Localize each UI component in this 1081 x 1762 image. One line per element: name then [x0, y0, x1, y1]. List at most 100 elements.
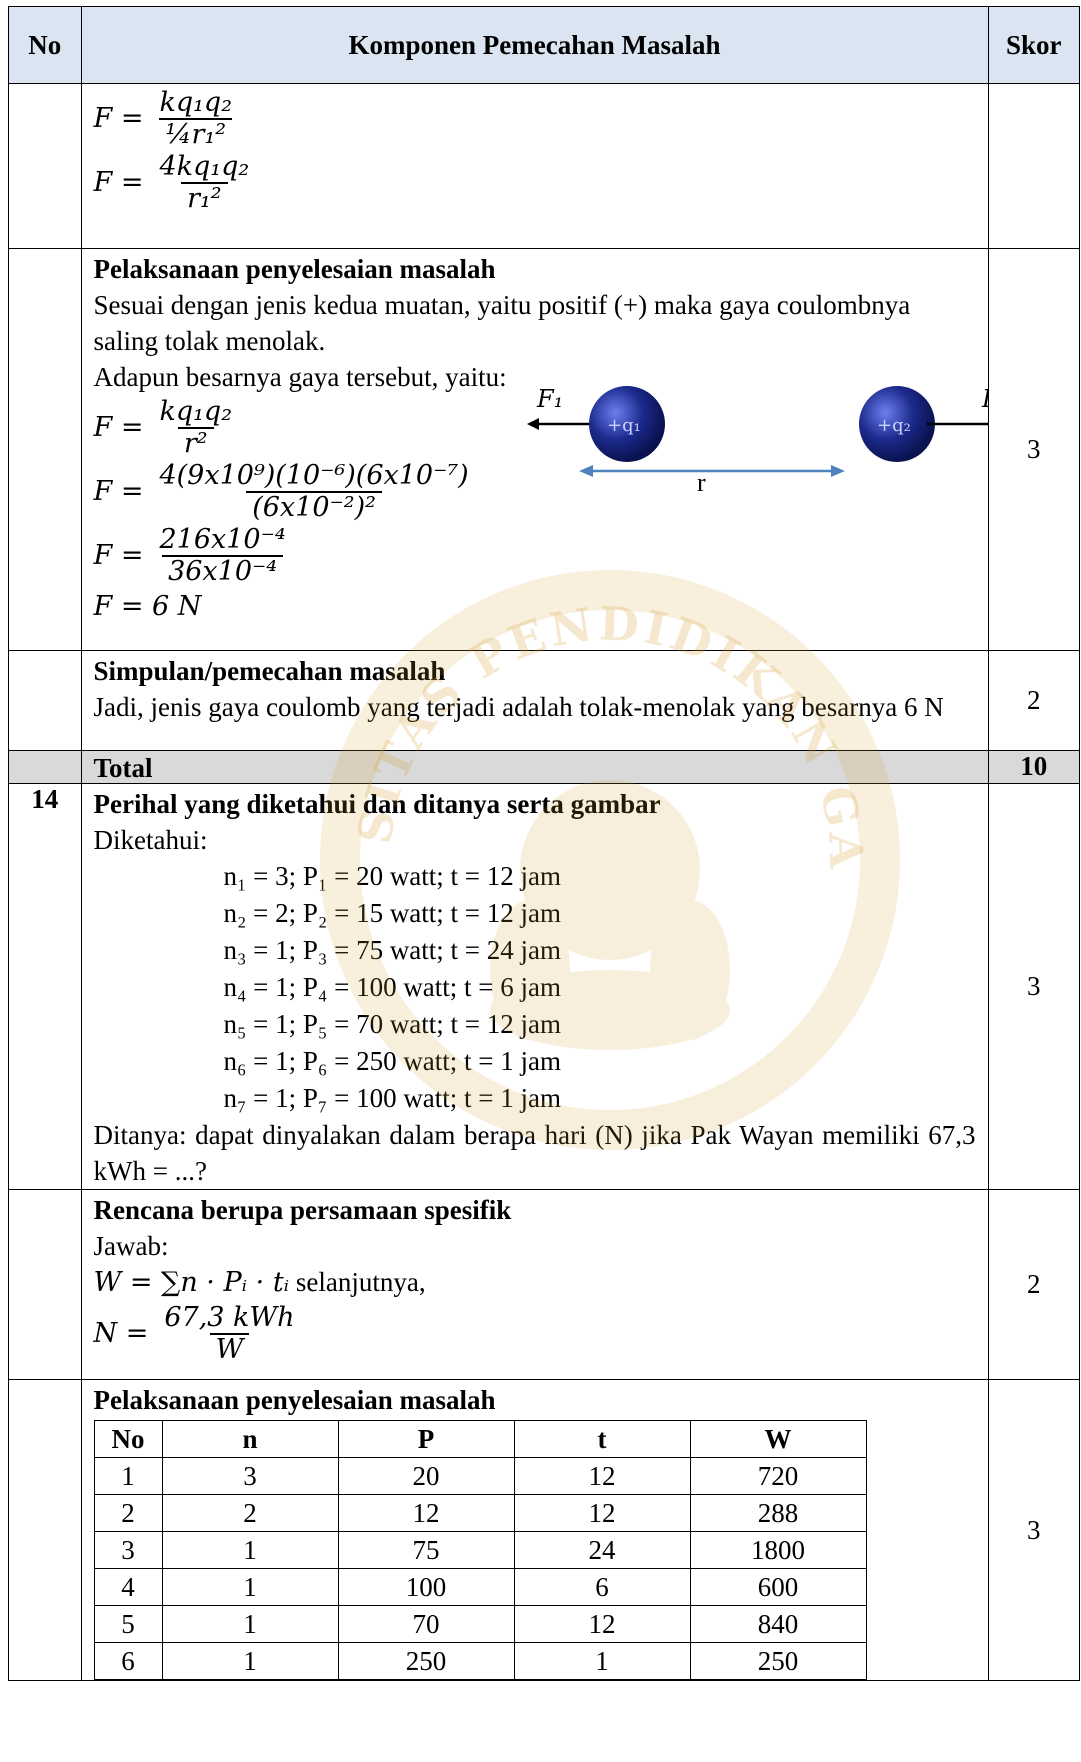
table-cell: 1	[161, 1642, 339, 1680]
table-row: 1 3 20 12 720	[93, 1457, 867, 1495]
table-cell: 6	[513, 1568, 691, 1606]
table-cell: 12	[513, 1494, 691, 1532]
table-row: 3 1 75 24 1800	[93, 1531, 867, 1569]
q13-exec-row: Pelaksanaan penyelesaian masalah Sesuai …	[8, 248, 1081, 651]
arrow-head-icon	[830, 465, 845, 477]
q14-plan-row: Rencana berupa persamaan spesifik Jawab:…	[8, 1189, 1081, 1380]
eq-lhs: F =	[93, 103, 144, 134]
q13-no-cell	[8, 83, 82, 249]
table-cell: 600	[689, 1568, 867, 1606]
q13-concl-cell: Simpulan/pemecahan masalah Jadi, jenis g…	[80, 650, 989, 751]
table-cell: 250	[337, 1642, 515, 1680]
charge-sphere-q1	[588, 386, 665, 462]
table-header-cell: t	[513, 1420, 691, 1458]
fraction-denominator: W	[209, 1333, 250, 1365]
table-cell: 3	[93, 1531, 163, 1569]
q13-concl-heading: Simpulan/pemecahan masalah	[93, 656, 446, 686]
header-komponen: Komponen Pemecahan Masalah	[80, 6, 989, 84]
table-cell: 24	[513, 1531, 691, 1569]
q14-exec-cell: Pelaksanaan penyelesaian masalah No n P …	[80, 1379, 989, 1681]
q14-exec-row: Pelaksanaan penyelesaian masalah No n P …	[8, 1379, 1081, 1681]
table-row: 6 1 250 1 250	[93, 1642, 867, 1680]
list-item: n₂ = 2; P₂ = 15 watt; t = 12 jam	[223, 898, 562, 928]
q13-concl-row: Simpulan/pemecahan masalah Jadi, jenis g…	[8, 650, 1081, 751]
eq-lhs: F =	[93, 540, 144, 571]
q14-plan-heading: Rencana berupa persamaan spesifik	[93, 1195, 512, 1225]
table-header-row: No n P t W	[93, 1420, 867, 1458]
table-cell: 4	[93, 1568, 163, 1606]
fraction-numerator: 67,3 kWh	[164, 1302, 295, 1333]
table-cell: 288	[689, 1494, 867, 1532]
table-header-cell: P	[337, 1420, 515, 1458]
table-cell: 720	[689, 1457, 867, 1495]
table-cell: 70	[337, 1605, 515, 1643]
q13-exec-score: 3	[987, 248, 1081, 651]
q13-exec-heading: Pelaksanaan penyelesaian masalah	[93, 254, 496, 284]
table-row: 5 1 70 12 840	[93, 1605, 867, 1643]
sum-equation: W = ∑n · Pᵢ · tᵢ	[93, 1267, 290, 1298]
fraction-numerator: kq₁q₂	[159, 87, 233, 118]
q14-question: Ditanya: dapat dinyalakan dalam berapa h…	[93, 1120, 976, 1186]
table-cell: 840	[689, 1605, 867, 1643]
table-cell: 5	[93, 1605, 163, 1643]
table-row: 4 1 100 6 600	[93, 1568, 867, 1606]
sum-equation-tail: selanjutnya,	[289, 1267, 426, 1297]
table-cell: 1	[93, 1457, 163, 1495]
table-cell: 100	[337, 1568, 515, 1606]
q13-plan-score	[987, 83, 1081, 249]
q14-plan-label: Jawab:	[93, 1231, 169, 1261]
q14-known-score: 3	[987, 783, 1081, 1190]
q13-concl-score: 2	[987, 650, 1081, 751]
q13-exec-eq2: F = 4(9x10⁹)(10⁻⁶)(6x10⁻⁷)(6x10⁻²)²	[94, 461, 976, 523]
list-item: n₇ = 1; P₇ = 100 watt; t = 1 jam	[223, 1083, 562, 1113]
table-cell: 1	[513, 1642, 691, 1680]
total-score: 10	[987, 750, 1081, 784]
force-label-f1: F₁	[536, 385, 563, 413]
q13-exec-text1: Sesuai dengan jenis kedua muatan, yaitu …	[93, 290, 911, 356]
fraction-numerator: 4kq₁q₂	[159, 151, 250, 182]
table-cell: 12	[513, 1605, 691, 1643]
fraction-numerator: kq₁q₂	[159, 396, 233, 427]
q14-known-label: Diketahui:	[93, 825, 208, 855]
fraction-denominator: (6x10⁻²)²	[246, 491, 382, 523]
total-row: Total 10	[8, 750, 1081, 784]
q14-known-row: 14 Perihal yang diketahui dan ditanya se…	[8, 783, 1081, 1190]
table-cell: 20	[337, 1457, 515, 1495]
charge-label-q1: +q₁	[607, 415, 641, 436]
table-cell: 12	[337, 1494, 515, 1532]
table-cell: 75	[337, 1531, 515, 1569]
q14-plan-score: 2	[987, 1189, 1081, 1380]
list-item: n₄ = 1; P₄ = 100 watt; t = 6 jam	[223, 972, 562, 1002]
coulomb-figure: F₁ +q₁ +q₂ F₂ r	[526, 385, 989, 497]
force-label-f2: F₂	[981, 385, 989, 413]
table-cell: 1800	[689, 1531, 867, 1569]
eq-lhs: F =	[93, 412, 144, 443]
q13-exec-cell: Pelaksanaan penyelesaian masalah Sesuai …	[80, 248, 989, 651]
eq-lhs: F =	[93, 167, 144, 198]
q14-no-cell: 14	[8, 783, 82, 1190]
fraction-denominator: r²	[177, 427, 214, 459]
header-skor: Skor	[987, 6, 1081, 84]
distance-label-r: r	[697, 468, 706, 497]
q14-exec-score: 3	[987, 1379, 1081, 1681]
table-cell: 2	[93, 1494, 163, 1532]
fraction-denominator: 36x10⁻⁴	[162, 555, 284, 587]
list-item: n₁ = 3; P₁ = 20 watt; t = 12 jam	[223, 861, 562, 891]
fraction-numerator: 4(9x10⁹)(10⁻⁶)(6x10⁻⁷)	[159, 460, 469, 491]
q14-plan-cell: Rencana berupa persamaan spesifik Jawab:…	[80, 1189, 989, 1380]
header-row: No Komponen Pemecahan Masalah Skor	[8, 6, 1081, 84]
table-header-cell: n	[161, 1420, 339, 1458]
fraction-denominator: ¼r₁²	[159, 118, 233, 150]
table-cell: 1	[161, 1531, 339, 1569]
rubric-table: No Komponen Pemecahan Masalah Skor F = k…	[8, 6, 1081, 1681]
arrow-head-icon	[526, 418, 539, 430]
power-table: No n P t W 1 3 20 12 720	[93, 1420, 867, 1680]
list-item: n₃ = 1; P₃ = 75 watt; t = 24 jam	[223, 935, 562, 965]
table-header-cell: W	[689, 1420, 867, 1458]
